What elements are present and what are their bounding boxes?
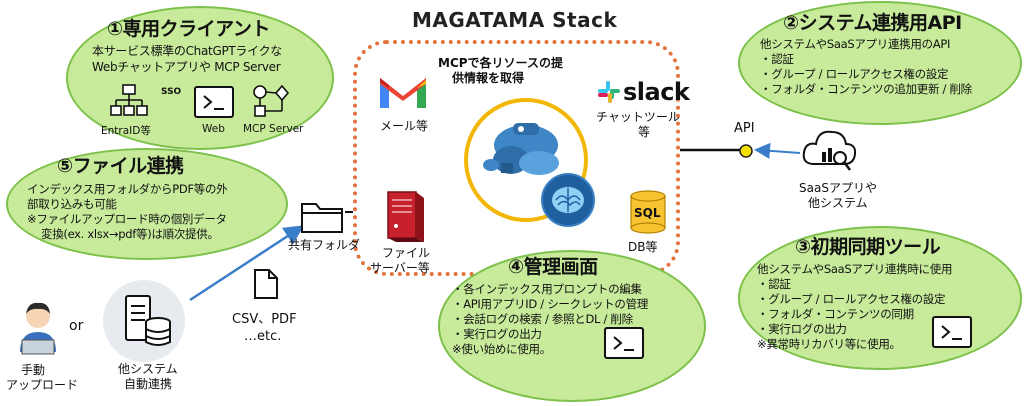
admin-line-2: ・API用アプリID / シークレットの管理 (452, 297, 649, 311)
api-endpoint-dot (739, 144, 753, 158)
or-label: or (69, 318, 84, 334)
mcp-description-2: 供情報を取得 (452, 71, 525, 85)
stack-title: MAGATAMA Stack (412, 8, 618, 32)
client-bubble (66, 6, 334, 150)
chat-tool-label-1: チャットツール (596, 110, 680, 124)
other-system-icon (103, 280, 185, 362)
web-label: Web (202, 123, 225, 135)
shared-folder-label: 共有フォルダ (288, 238, 361, 252)
file-line-4: 変換(ex. xlsx→pdf等)は順次提供。 (41, 227, 219, 241)
file-bubble (6, 148, 288, 260)
client-line-1: 本サービス標準のChatGPTライクな (92, 44, 282, 58)
db-label: DB等 (628, 240, 658, 254)
terminal-icon (194, 86, 234, 118)
ai-brain-icon (541, 173, 595, 227)
saas-cloud-icon (802, 130, 857, 171)
file-server-label-1: ファイル (382, 246, 431, 260)
database-icon (630, 190, 666, 234)
mcp-server-icon (253, 84, 290, 117)
saas-arrow (754, 142, 801, 159)
org-chart-icon (110, 84, 148, 116)
mail-label: メール等 (380, 119, 429, 133)
file-server-icon (387, 191, 424, 242)
mcp-description-1: MCPで各リソースの提 (438, 56, 563, 70)
sync-title: ③初期同期ツール (795, 236, 941, 258)
file-title: ⑤ファイル連携 (57, 155, 184, 177)
csv-pdf-label-2: …etc. (244, 329, 282, 344)
api-label: API (734, 121, 755, 136)
sync-bubble (738, 226, 1022, 370)
sync-line-5: ・実行ログの出力 (757, 322, 847, 336)
sync-line-6: ※異常時リカバリ等に使用。 (757, 337, 901, 351)
slack-wordmark: slack (623, 78, 690, 106)
chat-tool-label-2: 等 (638, 125, 651, 139)
other-system-label-1: 他システム (118, 362, 178, 376)
csv-pdf-label-1: CSV、PDF (232, 312, 297, 327)
manual-upload-label-2: アップロード (6, 378, 79, 392)
mcp-server-label: MCP Server (243, 123, 304, 135)
entraid-label: EntraID等 (101, 125, 151, 137)
sync-line-3: ・グループ / ロールアクセス権の設定 (757, 292, 946, 306)
admin-line-4: ・実行ログの出力 (452, 327, 542, 341)
person-laptop-icon (20, 302, 56, 355)
api-line-1: 他システムやSaaSアプリ連携用のAPI (760, 37, 951, 51)
file-line-1: インデックス用フォルダからPDF等の外 (27, 182, 228, 196)
saas-label-1: SaaSアプリや (799, 181, 877, 195)
folder-icon (301, 203, 343, 233)
api-line-3: ・グループ / ロールアクセス権の設定 (760, 67, 949, 81)
sync-line-1: 他システムやSaaSアプリ連携時に使用 (757, 262, 953, 276)
saas-label-2: 他システム (808, 196, 868, 210)
admin-title: ④管理画面 (508, 256, 598, 278)
admin-line-1: ・各インデックス用プロンプトの編集 (452, 282, 642, 296)
file-line-3: ※ファイルアップロード時の個別データ (27, 212, 227, 226)
admin-terminal-icon (604, 327, 644, 359)
admin-line-3: ・会話ログの検索 / 参照とDL / 削除 (452, 312, 633, 326)
api-title: ②システム連携用API (783, 12, 962, 34)
sync-line-4: ・フォルダ・コンテンツの同期 (757, 307, 914, 321)
api-line-4: ・フォルダ・コンテンツの追加更新 / 削除 (760, 82, 972, 96)
api-line-2: ・認証 (760, 52, 794, 66)
file-line-2: 部取り込みも可能 (27, 197, 117, 211)
document-icon (254, 269, 278, 299)
file-server-label-2: サーバー等 (370, 261, 430, 275)
gmail-icon (380, 76, 426, 108)
admin-bubble (438, 250, 706, 402)
api-bubble (738, 1, 1022, 125)
admin-line-5: ※使い始めに使用。 (452, 342, 551, 356)
manual-upload-label-1: 手動 (21, 363, 46, 377)
upload-arrow (189, 225, 305, 302)
client-line-2: Webチャットアプリや MCP Server (92, 60, 281, 74)
sso-label: SSO (161, 87, 182, 97)
sql-label: SQL (634, 206, 661, 220)
sync-terminal-icon (932, 316, 972, 348)
slack-icon (598, 81, 620, 103)
client-title: ①専用クライアント (107, 18, 270, 40)
other-system-label-2: 自動連携 (124, 377, 173, 391)
sync-line-2: ・認証 (757, 277, 791, 291)
